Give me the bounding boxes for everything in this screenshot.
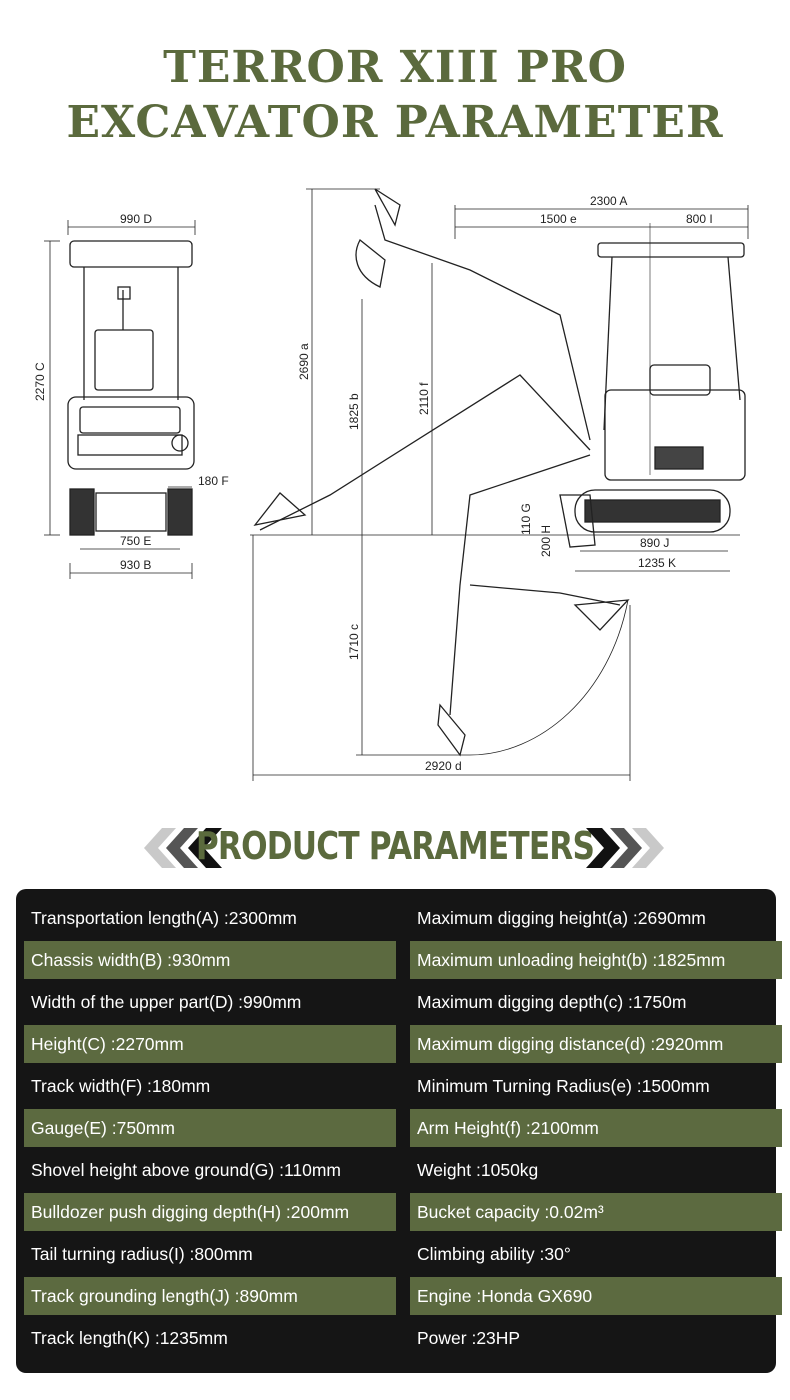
dim-front-E: 750 E xyxy=(120,534,151,548)
dim-side-J: 890 J xyxy=(640,536,669,550)
section-title: PRODUCT PARAMETERS xyxy=(195,824,595,868)
param-row: Maximum digging depth(c) :1750m xyxy=(417,992,687,1012)
parameters-column-right: Maximum digging height(a) :2690mm Maximu… xyxy=(410,899,782,1361)
dim-front-F: 180 F xyxy=(198,474,229,488)
param-row: Climbing ability :30° xyxy=(417,1244,571,1264)
param-row: Track grounding length(J) :890mm xyxy=(24,1277,396,1315)
dim-side-a: 2690 a xyxy=(297,343,311,380)
page-title-line1: TERROR XIII PRO xyxy=(163,42,627,93)
section-heading-bar: PRODUCT PARAMETERS xyxy=(0,820,790,876)
param-row: Power :23HP xyxy=(417,1328,521,1348)
param-row: Shovel height above ground(G) :110mm xyxy=(31,1160,341,1180)
param-row: Width of the upper part(D) :990mm xyxy=(31,992,302,1012)
param-row: Engine :Honda GX690 xyxy=(410,1277,782,1315)
parameters-panel: Transportation length(A) :2300mm Chassis… xyxy=(16,889,782,1373)
param-row: Tail turning radius(I) :800mm xyxy=(31,1244,253,1264)
param-row: Transportation length(A) :2300mm xyxy=(31,908,297,928)
param-row: Track length(K) :1235mm xyxy=(31,1328,228,1348)
dim-front-C: 2270 C xyxy=(33,362,47,401)
dim-side-d: 2920 d xyxy=(425,759,462,773)
param-row: Weight :1050kg xyxy=(417,1160,539,1180)
dim-side-H: 200 H xyxy=(539,525,553,557)
dim-side-G: 110 G xyxy=(519,503,533,535)
param-row: Track width(F) :180mm xyxy=(31,1076,211,1096)
parameters-column-left: Transportation length(A) :2300mm Chassis… xyxy=(24,899,396,1361)
param-row: Gauge(E) :750mm xyxy=(24,1109,396,1147)
dim-side-A: 2300 A xyxy=(590,194,627,208)
param-row: Arm Height(f) :2100mm xyxy=(410,1109,782,1147)
chevrons-right-icon xyxy=(586,828,664,868)
dim-side-c: 1710 c xyxy=(347,624,361,660)
param-row: Minimum Turning Radius(e) :1500mm xyxy=(417,1076,710,1096)
front-view: 990 D 2270 C 180 F 750 E 930 B xyxy=(33,212,229,579)
dim-side-b: 1825 b xyxy=(347,393,361,430)
param-row: Maximum digging distance(d) :2920mm xyxy=(410,1025,782,1063)
chevrons-left-icon xyxy=(144,828,222,868)
dim-side-I: 800 I xyxy=(686,212,713,226)
param-row: Bulldozer push digging depth(H) :200mm xyxy=(24,1193,396,1231)
param-row: Maximum digging height(a) :2690mm xyxy=(417,908,706,928)
page-title-line2: EXCAVATOR PARAMETER xyxy=(66,97,724,148)
param-row: Maximum unloading height(b) :1825mm xyxy=(410,941,782,979)
side-view: 2300 A 1500 e 800 I 2690 a 1825 b 2110 xyxy=(250,188,749,781)
dim-side-e: 1500 e xyxy=(540,212,577,226)
param-row: Chassis width(B) :930mm xyxy=(24,941,396,979)
param-row: Height(C) :2270mm xyxy=(24,1025,396,1063)
dim-front-D: 990 D xyxy=(120,212,152,226)
dim-front-B: 930 B xyxy=(120,558,151,572)
excavator-dimension-diagram: 990 D 2270 C 180 F 750 E 930 B 2300 A xyxy=(33,188,749,781)
dim-side-f: 2110 f xyxy=(417,382,431,415)
dim-side-K: 1235 K xyxy=(638,556,676,570)
param-row: Bucket capacity :0.02m³ xyxy=(410,1193,782,1231)
